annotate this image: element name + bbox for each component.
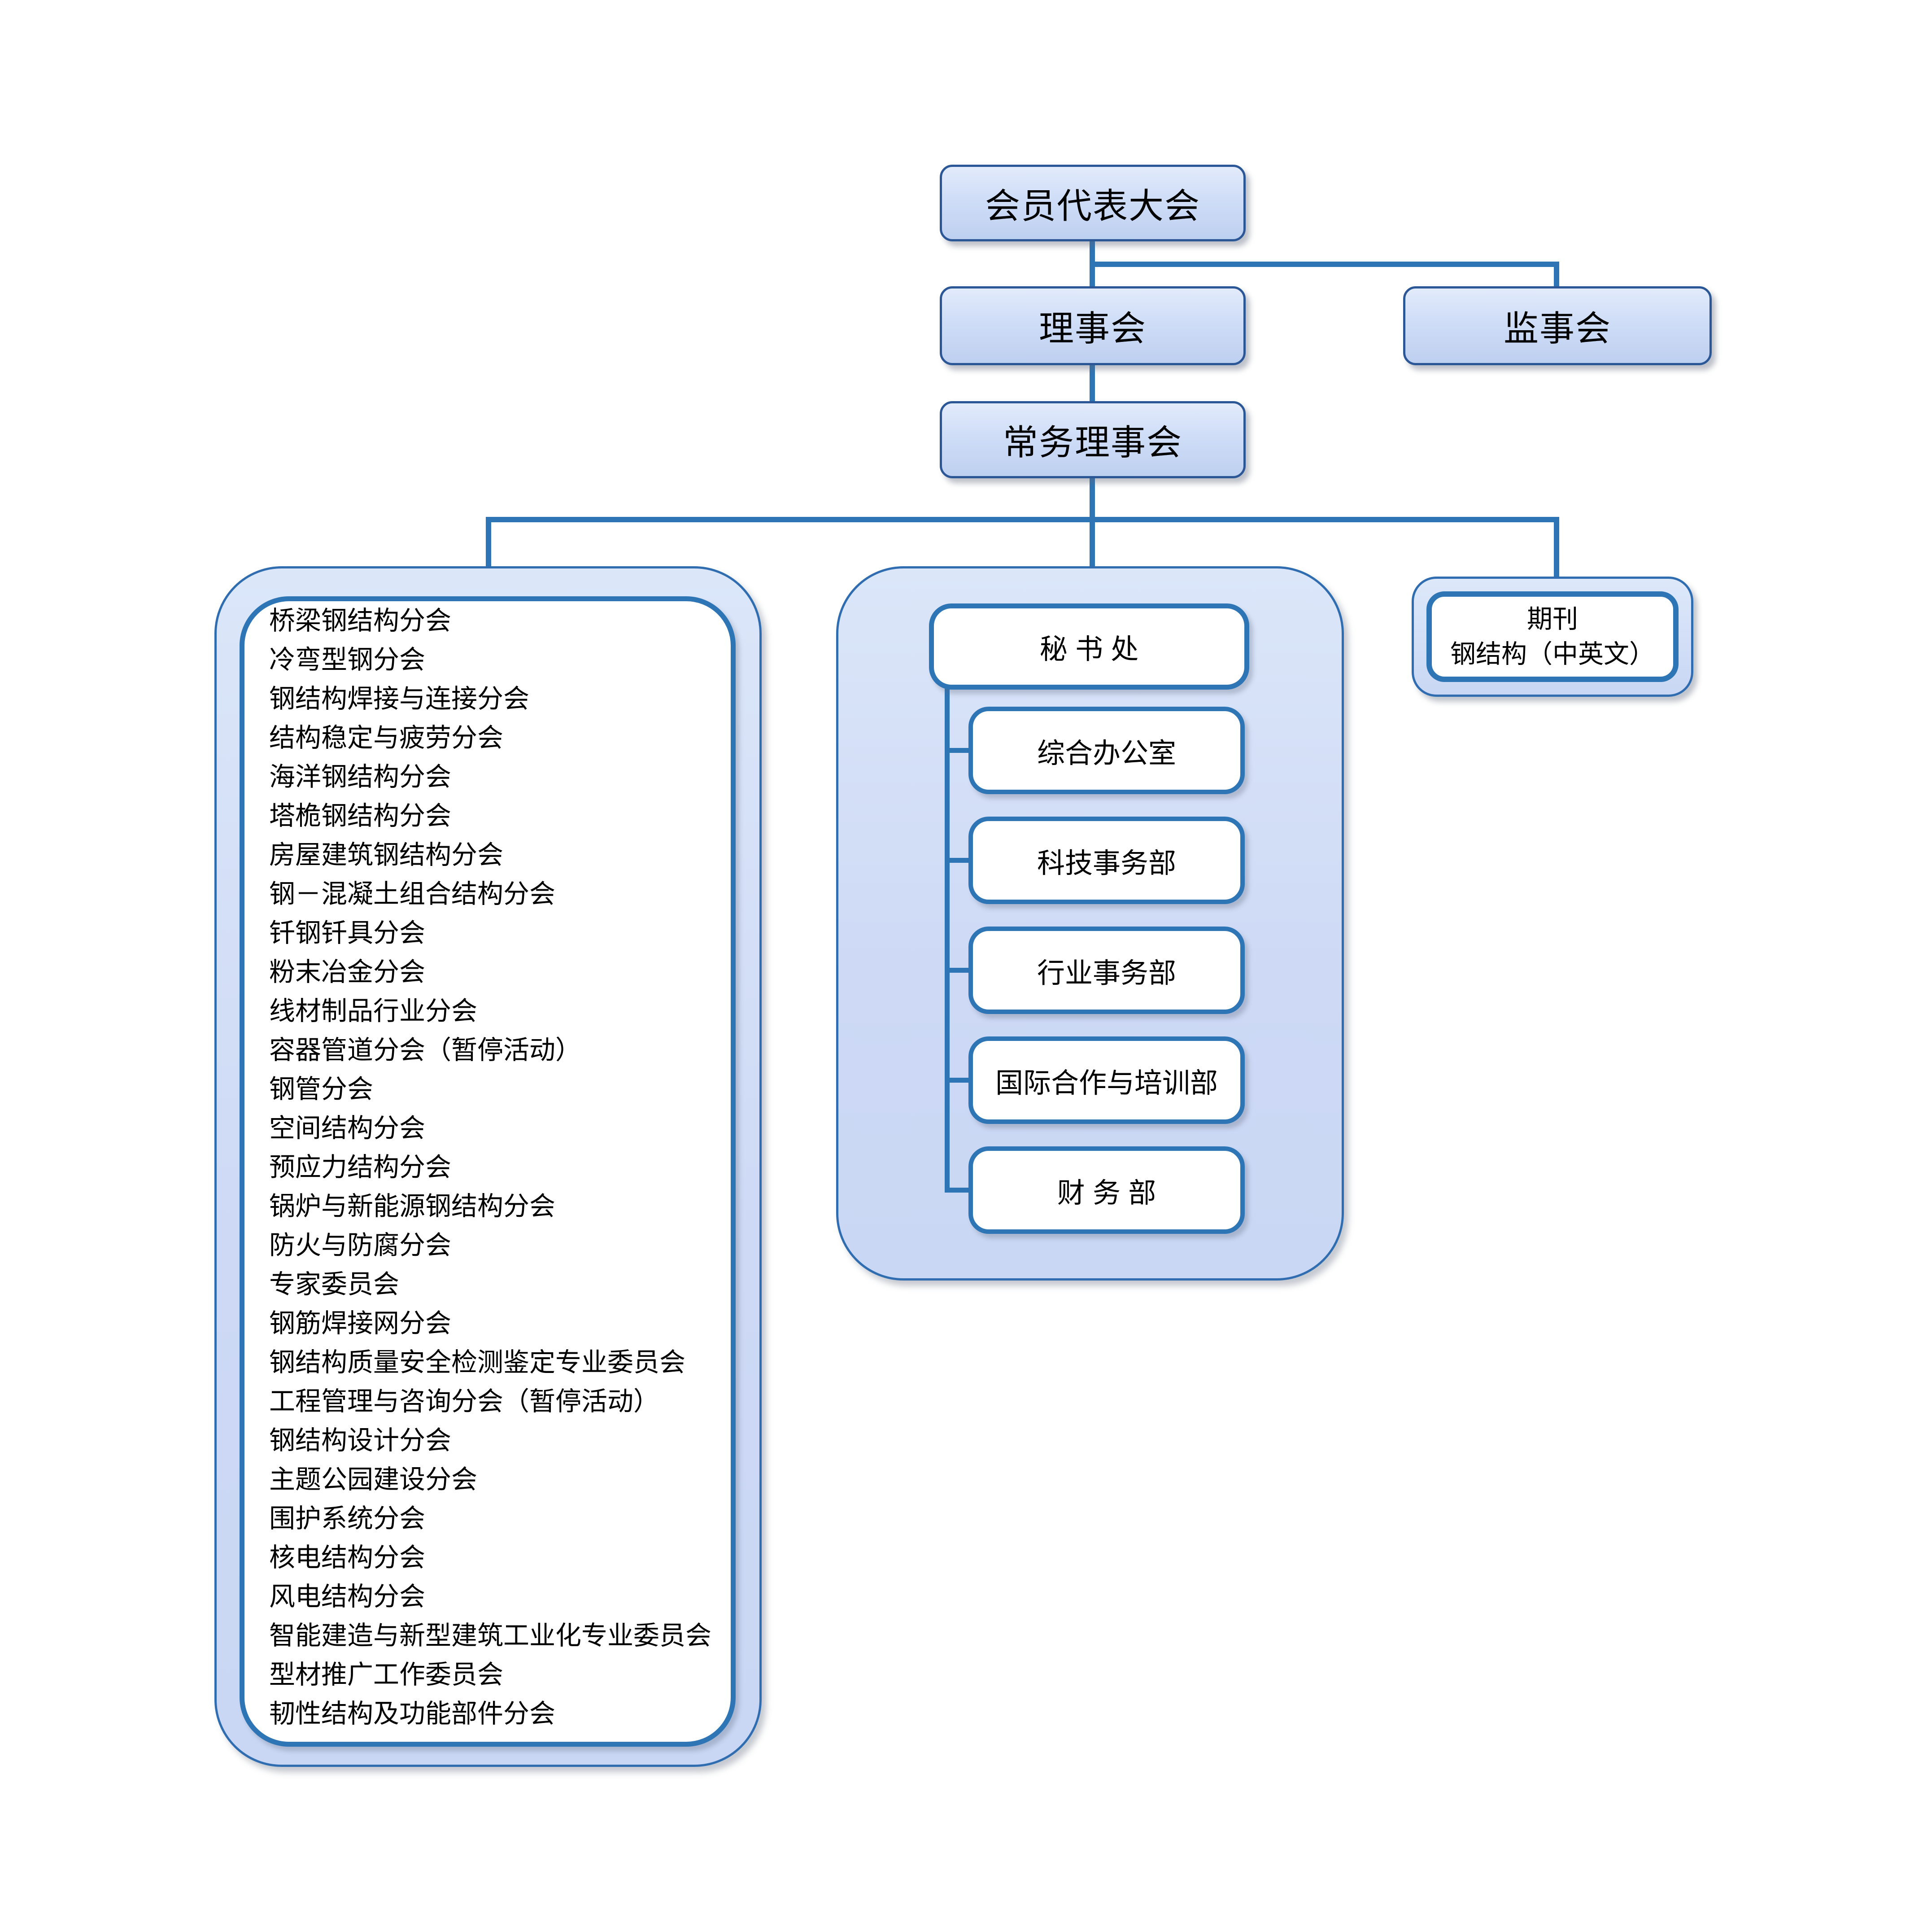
branch-item: 海洋钢结构分会 <box>269 762 452 791</box>
connector-secretariat-vertical <box>945 689 950 1193</box>
connector-dept-stub-4 <box>945 1078 971 1083</box>
node-standing-council-label: 常务理事会 <box>1003 423 1182 462</box>
node-dept-general-office-label: 综合办公室 <box>1037 738 1176 769</box>
connector-dept-stub-2 <box>945 858 971 863</box>
node-dept-sci-tech-affairs: 科技事务部 <box>968 817 1245 904</box>
node-dept-industry-affairs: 行业事务部 <box>968 927 1245 1014</box>
node-journal: 期刊 钢结构（中英文） <box>1426 591 1679 682</box>
branch-item: 核电结构分会 <box>269 1543 426 1572</box>
branch-item: 工程管理与咨询分会（暂停活动） <box>269 1387 660 1416</box>
connector-to-supervisory <box>1554 262 1559 288</box>
branch-item: 围护系统分会 <box>269 1504 426 1533</box>
connector-standing-down <box>1090 477 1095 568</box>
branch-item: 结构稳定与疲劳分会 <box>269 723 504 752</box>
branch-item: 钢结构质量安全检测鉴定专业委员会 <box>269 1348 686 1377</box>
branch-item: 钢结构焊接与连接分会 <box>269 684 530 713</box>
branch-item: 预应力结构分会 <box>269 1153 452 1182</box>
branch-item: 韧性结构及功能部件分会 <box>269 1699 556 1728</box>
journal-subtitle: 钢结构（中英文） <box>1450 640 1655 669</box>
branch-item: 主题公园建设分会 <box>269 1465 478 1494</box>
branch-item: 专家委员会 <box>269 1270 400 1299</box>
node-dept-sci-tech-affairs-label: 科技事务部 <box>1037 848 1176 879</box>
node-dept-finance: 财 务 部 <box>968 1146 1245 1234</box>
branch-item: 钢结构设计分会 <box>269 1426 452 1455</box>
node-supervisory-board: 监事会 <box>1403 286 1712 365</box>
journal-title: 期刊 <box>1527 605 1578 634</box>
connector-to-journal <box>1554 517 1559 578</box>
branch-item: 钢管分会 <box>269 1075 374 1104</box>
branch-item: 冷弯型钢分会 <box>269 645 426 674</box>
branch-item: 容器管道分会（暂停活动） <box>269 1036 582 1065</box>
node-dept-industry-affairs-label: 行业事务部 <box>1037 957 1176 989</box>
node-dept-intl-cooperation-training: 国际合作与培训部 <box>968 1036 1245 1124</box>
branch-item: 线材制品行业分会 <box>269 997 478 1026</box>
branch-item: 钎钢钎具分会 <box>269 918 426 948</box>
node-standing-council: 常务理事会 <box>940 401 1246 478</box>
branch-item: 钢筋焊接网分会 <box>269 1309 452 1338</box>
branch-item: 塔桅钢结构分会 <box>269 801 452 830</box>
node-council: 理事会 <box>940 286 1246 365</box>
connector-level3-horizontal <box>486 517 1559 522</box>
node-supervisory-board-label: 监事会 <box>1503 309 1611 348</box>
branch-item: 粉末冶金分会 <box>269 957 426 987</box>
branch-item: 锅炉与新能源钢结构分会 <box>269 1192 556 1221</box>
node-member-assembly-label: 会员代表大会 <box>985 186 1200 226</box>
branch-item: 型材推广工作委员会 <box>269 1660 504 1689</box>
branch-item: 房屋建筑钢结构分会 <box>269 840 504 870</box>
connector-dept-stub-5 <box>945 1188 971 1193</box>
branch-item: 防火与防腐分会 <box>269 1231 452 1260</box>
node-secretariat-label: 秘 书 处 <box>1039 634 1139 665</box>
branch-item: 钢－混凝土组合结构分会 <box>269 879 556 909</box>
branch-list: 桥梁钢结构分会冷弯型钢分会钢结构焊接与连接分会结构稳定与疲劳分会海洋钢结构分会塔… <box>269 601 731 1741</box>
branch-item: 桥梁钢结构分会 <box>269 606 452 635</box>
node-dept-general-office: 综合办公室 <box>968 707 1245 794</box>
connector-level1-horizontal <box>1090 262 1559 267</box>
branch-item: 智能建造与新型建筑工业化专业委员会 <box>269 1621 712 1650</box>
node-dept-finance-label: 财 务 部 <box>1057 1177 1156 1209</box>
node-member-assembly: 会员代表大会 <box>940 165 1246 241</box>
branch-item: 风电结构分会 <box>269 1582 426 1611</box>
node-secretariat: 秘 书 处 <box>929 603 1249 690</box>
connector-council-standing <box>1090 364 1095 403</box>
connector-dept-stub-3 <box>945 968 971 973</box>
branch-item: 空间结构分会 <box>269 1114 426 1143</box>
connector-dept-stub-1 <box>945 748 971 753</box>
node-council-label: 理事会 <box>1038 309 1147 348</box>
node-dept-intl-cooperation-training-label: 国际合作与培训部 <box>995 1067 1218 1099</box>
connector-to-branches-panel <box>486 517 491 568</box>
branches-list-box <box>240 596 736 1747</box>
